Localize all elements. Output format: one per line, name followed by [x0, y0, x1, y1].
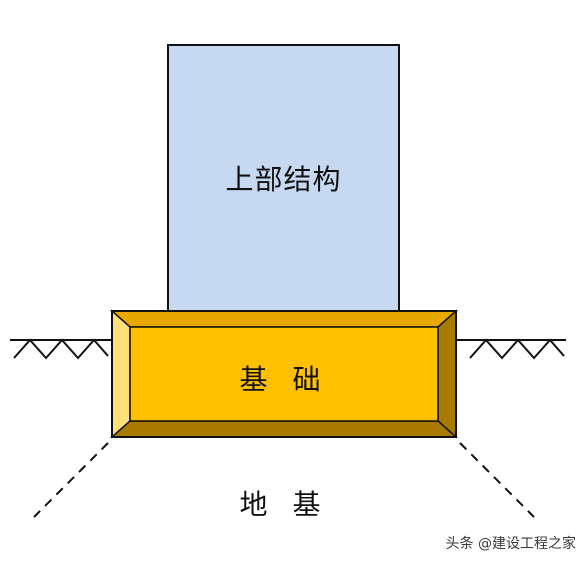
foundation-label: 基 础: [239, 363, 329, 396]
superstructure-label: 上部结构: [225, 163, 342, 196]
ground-surface-right: [456, 338, 566, 360]
foundation-bevel-right: [437, 309, 457, 439]
foundation-outline: [111, 310, 457, 438]
superstructure-block: [167, 44, 400, 313]
subgrade-label: 地 基: [239, 488, 329, 521]
foundation-bevel-bottom: [110, 420, 458, 438]
foundation-bevel-top: [110, 310, 458, 328]
stress-line-right: [459, 442, 535, 518]
foundation-face: [129, 326, 439, 422]
source-watermark: 头条 @建设工程之家: [445, 536, 576, 552]
ground-surface-left: [10, 338, 112, 360]
stress-line-left: [33, 442, 109, 518]
foundation-block: [110, 309, 458, 439]
foundation-bevel-left: [111, 309, 131, 439]
